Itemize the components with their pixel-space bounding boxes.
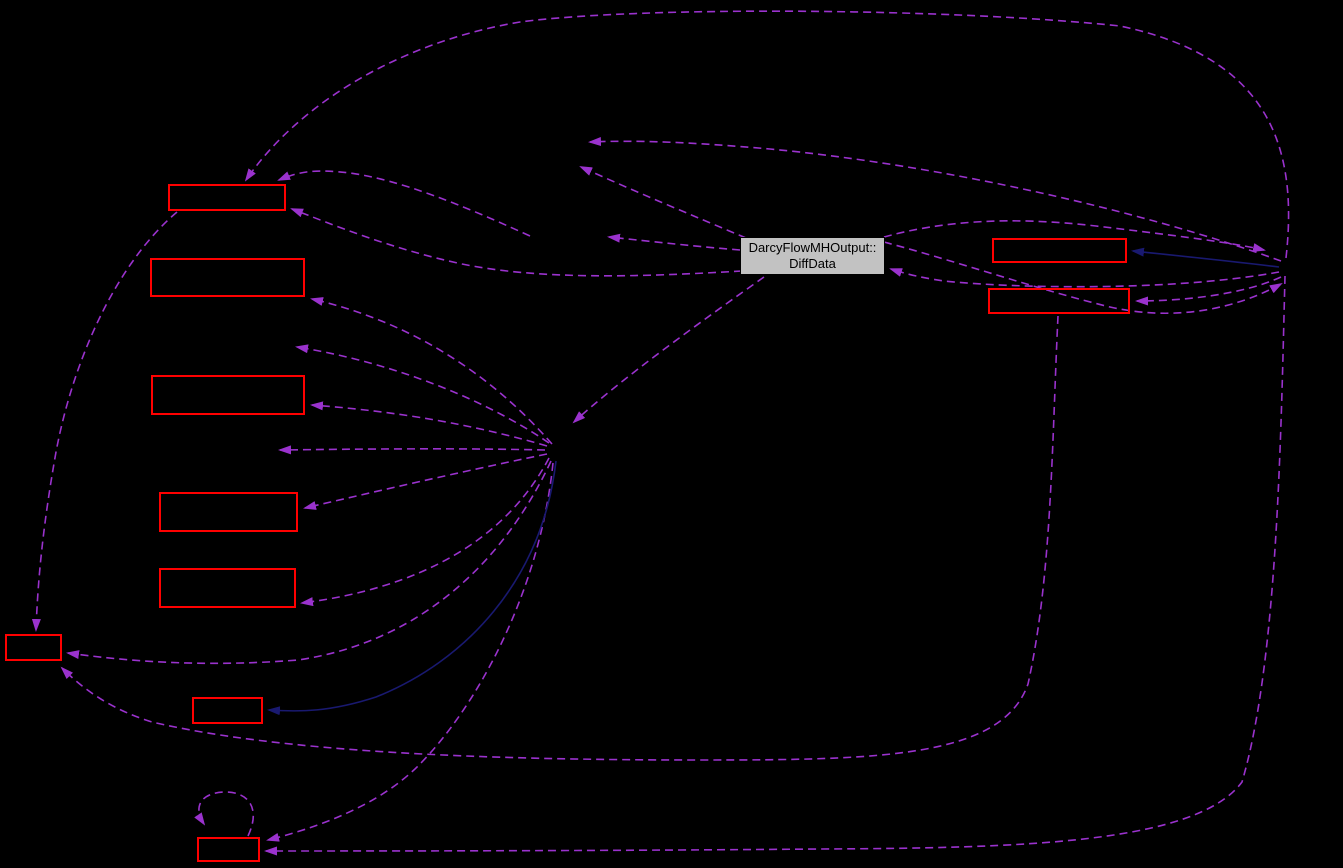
edge-lefthub-to-labelA: [295, 344, 550, 444]
node-top-left[interactable]: [168, 184, 286, 211]
node-diffdata[interactable]: DarcyFlowMHOutput:: DiffData: [740, 237, 885, 275]
edge-label2-to-topleft: [277, 170, 531, 237]
edge-righthub-to-right2: [1135, 276, 1282, 306]
edge-lefthub-to-farleft-right: [66, 460, 552, 665]
node-left-4[interactable]: [159, 492, 298, 532]
diffdata-label-line1: DarcyFlowMHOutput::: [748, 240, 877, 255]
edge-righthub-to-label1: [588, 137, 1282, 262]
node-far-left-small[interactable]: [5, 634, 62, 661]
node-left-5[interactable]: [159, 568, 296, 608]
edge-lefthub-to-left5: [300, 457, 550, 607]
edge-lefthub-to-left2: [310, 297, 553, 445]
node-left-2[interactable]: [150, 258, 305, 297]
edge-diffdata-to-righthub-low: [883, 241, 1283, 314]
edge-lefthub-to-small-mid: [267, 460, 557, 716]
edge-topleft-to-farleft-top: [31, 211, 178, 632]
edge-right2-to-farleft: [60, 315, 1059, 761]
edge-diffdata-to-label2: [607, 233, 741, 251]
node-right-2[interactable]: [988, 288, 1130, 314]
diffdata-label-line2: DiffData: [789, 256, 836, 271]
edge-lefthub-to-left4: [303, 453, 548, 510]
node-small-mid[interactable]: [192, 697, 263, 724]
edge-lefthub-to-labelB: [278, 445, 546, 455]
edge-diffdata-to-topleft-right: [290, 208, 743, 277]
edge-diffdata-to-righthub-up: [883, 220, 1266, 252]
edge-lefthub-to-bottom-diag: [266, 462, 554, 842]
node-right-1[interactable]: [992, 238, 1127, 263]
edge-diffdata-to-label1: [579, 166, 747, 239]
edge-bottom-self-loop: [194, 791, 254, 837]
edge-righthub-to-diffdata: [889, 268, 1280, 288]
edge-righthub-to-right1: [1131, 247, 1280, 268]
edge-diffdata-to-lefthub: [572, 276, 765, 424]
edge-righthub-to-bottom: [264, 275, 1286, 856]
edge-righthub-to-topleft-arc: [244, 10, 1290, 259]
node-left-3[interactable]: [151, 375, 305, 415]
edge-lefthub-to-left3: [310, 401, 548, 447]
node-bottom[interactable]: [197, 837, 260, 862]
